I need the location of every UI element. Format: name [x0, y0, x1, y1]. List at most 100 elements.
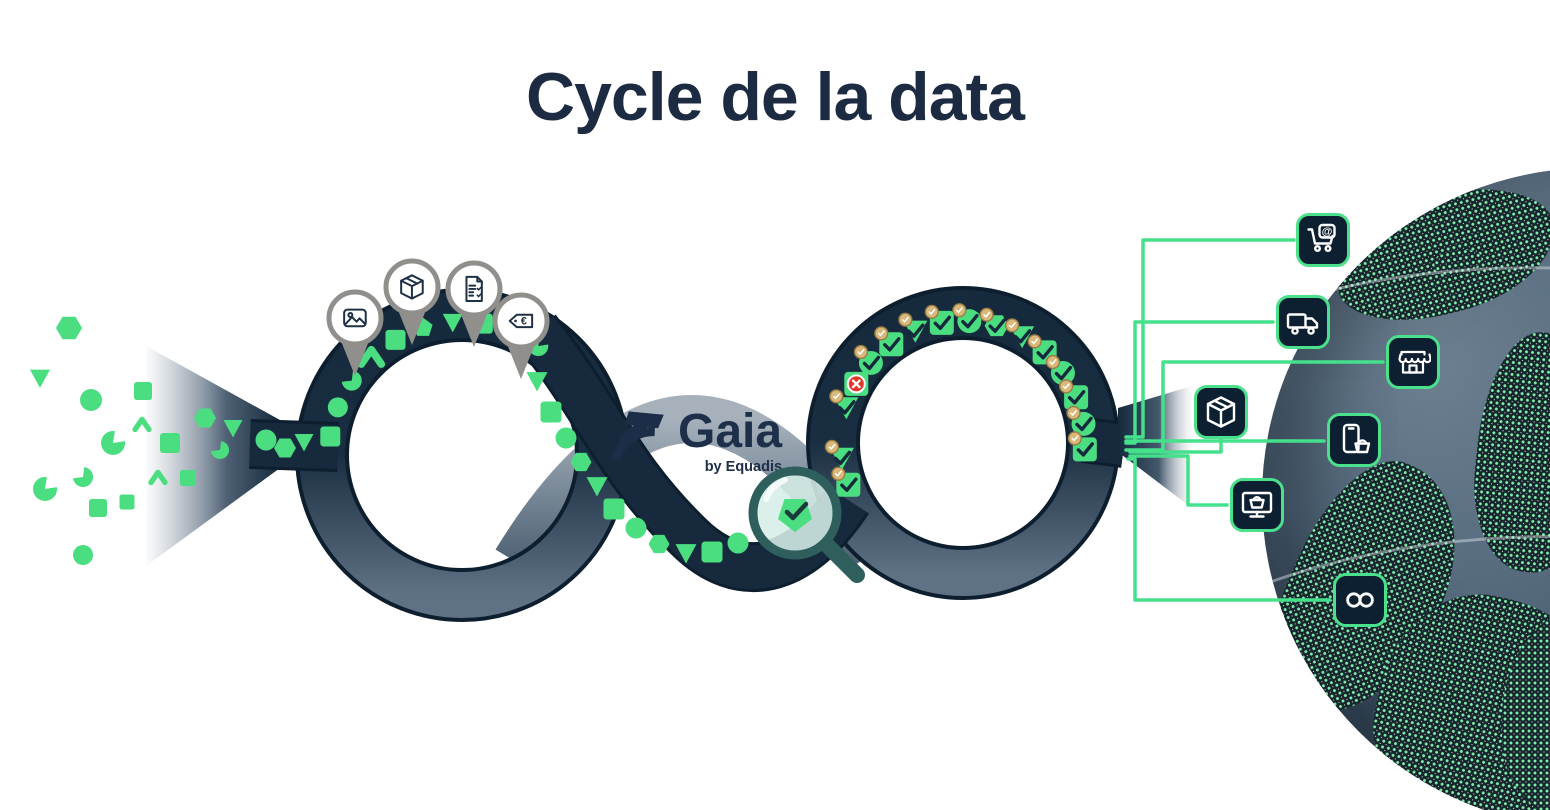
pac-data-shape: [33, 476, 58, 501]
connector-line-to-box: [1128, 435, 1223, 454]
circle-data-shape: [1050, 361, 1075, 386]
tri-data-shape: [834, 397, 859, 420]
logo-name: Gaia: [678, 405, 783, 458]
infinity-icon: [1346, 592, 1374, 608]
tri-data-shape: [586, 477, 608, 497]
badge-check: [1070, 409, 1078, 417]
badge-check: [928, 308, 936, 315]
tri-data-shape: [223, 420, 243, 438]
certified-badge: [829, 389, 844, 404]
tri-data-shape: [675, 544, 697, 564]
certified-badge: [924, 304, 939, 319]
check-mark: [961, 313, 979, 329]
tri-data-shape: [294, 434, 314, 452]
badge-check: [1049, 359, 1057, 366]
channel-online-cart: @: [1296, 213, 1350, 267]
channel-delivery: [1276, 295, 1330, 349]
square-data-shape: [879, 332, 904, 357]
square-data-shape: [180, 470, 196, 486]
channel-mobile-commerce: [1327, 413, 1381, 467]
store-icon: [1398, 350, 1431, 374]
cart-at-icon: @: [1307, 223, 1336, 253]
square-data-shape: [701, 541, 723, 563]
badge-check: [1031, 338, 1039, 345]
output-channel: [1081, 420, 1127, 465]
certified-badge: [824, 439, 840, 454]
square-data-shape: [929, 310, 954, 335]
check-mark: [1076, 442, 1095, 457]
certified-badge: [1005, 318, 1020, 333]
pin-circle: [326, 289, 384, 347]
certified-badge: [1067, 431, 1082, 446]
crescent-data-shape: [73, 467, 94, 488]
badge-check: [956, 307, 963, 314]
badge-check: [1008, 322, 1016, 329]
check-mark: [1054, 365, 1073, 381]
check-mark: [933, 315, 952, 331]
channel-continuous-loop: [1333, 573, 1387, 627]
square-data-shape: [134, 382, 152, 400]
badge-check: [1062, 383, 1070, 390]
input-funnel: [146, 346, 280, 566]
badge-check: [901, 316, 909, 323]
badge-check: [983, 311, 991, 318]
certified-badge: [979, 307, 994, 322]
check-mark: [1013, 329, 1032, 344]
badge-check: [1071, 435, 1079, 442]
circle-data-shape: [73, 545, 93, 565]
square-data-shape: [1072, 437, 1097, 462]
input-channel: [249, 419, 339, 472]
quality-check-magnifier: [733, 455, 878, 600]
certified-badge: [1066, 405, 1081, 421]
badge-check: [857, 349, 865, 356]
square-data-shape: [89, 499, 107, 517]
magnifier-check-icon: [748, 466, 865, 583]
check-mark: [907, 323, 925, 338]
circle-data-shape: [255, 429, 277, 451]
square-data-shape: [844, 371, 869, 396]
hex-data-shape: [648, 534, 670, 554]
check-mark: [1036, 345, 1054, 360]
check-mark: [838, 400, 856, 415]
check-mark: [1067, 390, 1086, 405]
output-funnel: [1118, 386, 1192, 508]
hex-data-shape: [570, 452, 592, 472]
circle-data-shape: [80, 389, 102, 411]
square-data-shape: [160, 433, 180, 453]
phone-basket-icon: [1342, 423, 1371, 454]
chev-data-shape: [132, 416, 152, 433]
certified-badge: [1027, 334, 1042, 349]
circle-data-shape: [327, 397, 348, 418]
square-data-shape: [320, 426, 341, 447]
entry-data-shapes: [255, 429, 314, 458]
rejected-badge: [846, 374, 866, 394]
hex-data-shape: [274, 438, 296, 458]
monitor-basket-icon: [1241, 491, 1273, 518]
truck-icon: [1286, 313, 1319, 335]
input-pin-package: [380, 257, 444, 351]
connector-line-to-monitor: [1128, 454, 1229, 507]
channel-web-shop: [1230, 478, 1284, 532]
box-icon: [1206, 396, 1236, 428]
circle-data-shape: [625, 517, 647, 539]
input-pin-image: [323, 288, 387, 382]
pac-data-shape: [101, 430, 126, 455]
gaia-mark-icon: [612, 411, 664, 462]
page-title: Cycle de la data: [525, 59, 1025, 135]
badge-check: [832, 393, 840, 400]
tri-data-shape: [30, 369, 50, 388]
crescent-data-shape: [211, 441, 230, 460]
magnifier-handle: [819, 537, 865, 583]
check-mark: [862, 355, 881, 371]
tri-data-shape: [903, 320, 928, 343]
certified-badge: [1045, 354, 1061, 370]
check-mark: [988, 318, 1006, 333]
x-mark: [851, 379, 861, 389]
square-data-shape: [1064, 385, 1089, 410]
certified-badge: [874, 326, 889, 341]
badge-check: [828, 443, 836, 450]
square-data-shape: [603, 498, 625, 520]
certified-badge: [1059, 379, 1074, 394]
circle-data-shape: [957, 309, 982, 334]
